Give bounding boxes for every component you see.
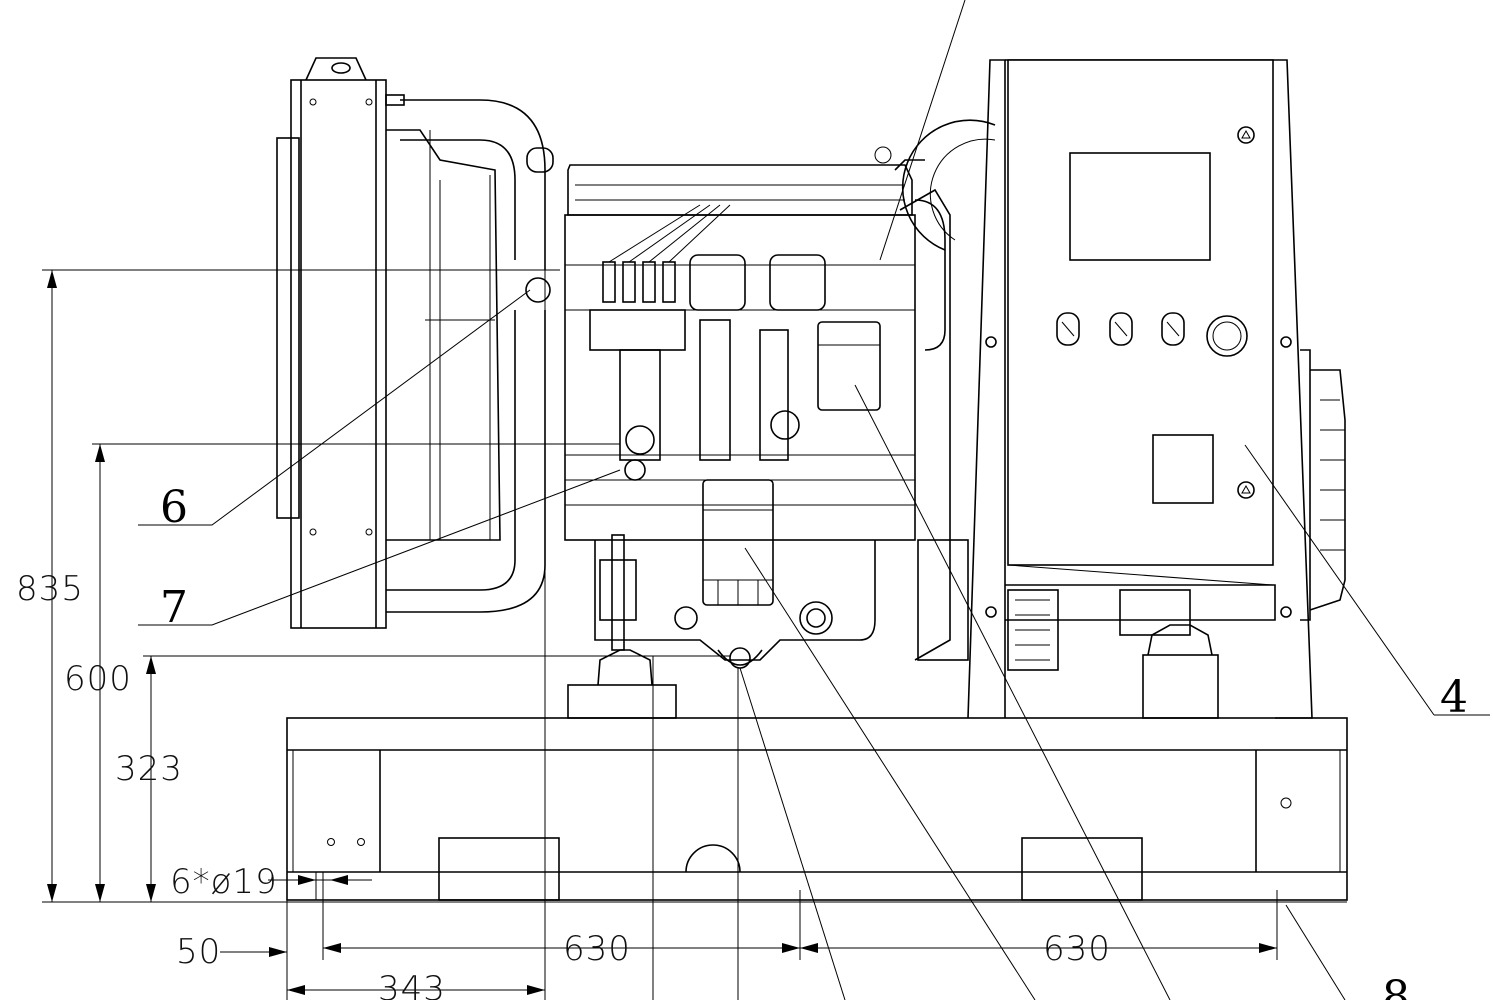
gauge [1161,312,1185,346]
callout-4: 4 [1440,672,1468,723]
callout-7: 7 [160,582,188,633]
gauge [1056,312,1080,346]
callout-6: 6 [160,482,188,533]
coolant-pipe [386,99,554,613]
dim-600: 600 [64,659,132,699]
control-panel [1007,59,1274,586]
engine-mount-left [567,534,677,719]
callout-8: 8 [1382,972,1410,1000]
gauge [1109,312,1133,346]
dimension-lines [42,269,1347,1000]
dim-343: 343 [378,969,446,1000]
base-frame [286,717,1348,901]
dim-630-first: 630 [563,929,631,969]
dim-835: 835 [16,569,84,609]
engine-block [564,146,969,669]
dim-323: 323 [115,749,183,789]
dim-holes: 6*ø19 [170,862,278,902]
radiator [276,57,501,629]
leader-lines [138,0,1490,1000]
emergency-stop-button [1206,315,1248,357]
dim-50: 50 [176,932,221,972]
engine-mount-right [1119,589,1219,719]
dim-630-second: 630 [1043,929,1111,969]
